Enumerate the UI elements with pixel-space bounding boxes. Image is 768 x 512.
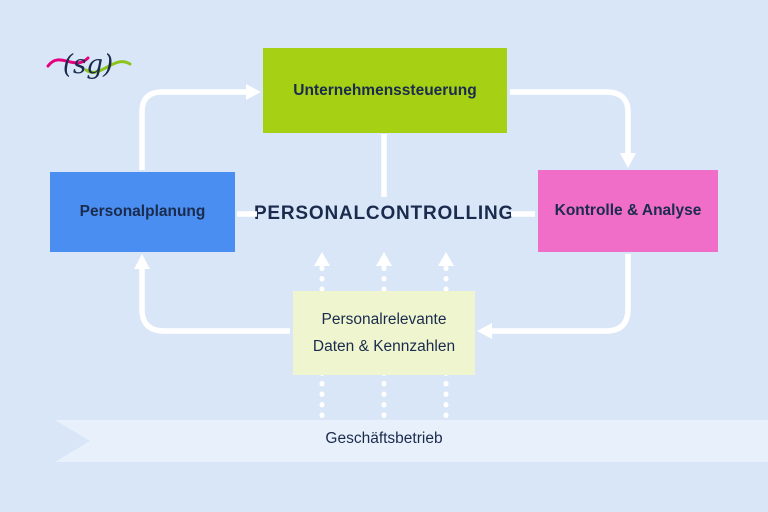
dotted-arrowhead-left-icon xyxy=(314,252,330,266)
node-daten-label-line1: Personalrelevante xyxy=(321,310,447,328)
arrowhead-into-bottom-icon xyxy=(477,323,492,339)
logo-swash-green-icon xyxy=(84,60,132,74)
sg-logo: (sg) xyxy=(46,50,132,80)
band-label: Geschäftsbetrieb xyxy=(325,430,443,447)
dotted-arrowhead-right-icon xyxy=(438,252,454,266)
logo-text: (sg) xyxy=(63,50,113,80)
node-daten-label-line2: Daten & Kennzahlen xyxy=(312,338,456,355)
arrow-right-to-bottom xyxy=(492,254,631,334)
logo-swash-pink-icon xyxy=(46,56,90,68)
arrow-top-to-right xyxy=(510,89,631,153)
node-personalplanung: Personalplanung xyxy=(50,172,235,252)
dotted-arrowhead-center-icon xyxy=(376,252,392,266)
arrow-left-to-top xyxy=(139,89,246,170)
node-personalrelevante-daten: Personalrelevante Daten & Kennzahlen xyxy=(293,291,475,375)
arrowhead-into-left-icon xyxy=(134,254,150,269)
node-unternehmenssteuerung-label: Unternehmenssteuerung xyxy=(293,81,477,99)
node-unternehmenssteuerung: Unternehmenssteuerung xyxy=(263,48,507,133)
node-kontrolle-analyse-label: Kontrolle & Analyse xyxy=(554,202,702,219)
arrowhead-into-top-icon xyxy=(246,84,261,100)
arrowhead-into-right-icon xyxy=(620,153,636,168)
node-personalplanung-label: Personalplanung xyxy=(79,203,206,220)
center-title: PERSONALCONTROLLING xyxy=(253,203,515,224)
arrow-bottom-to-left xyxy=(139,269,290,334)
node-kontrolle-analyse: Kontrolle & Analyse xyxy=(538,170,718,252)
